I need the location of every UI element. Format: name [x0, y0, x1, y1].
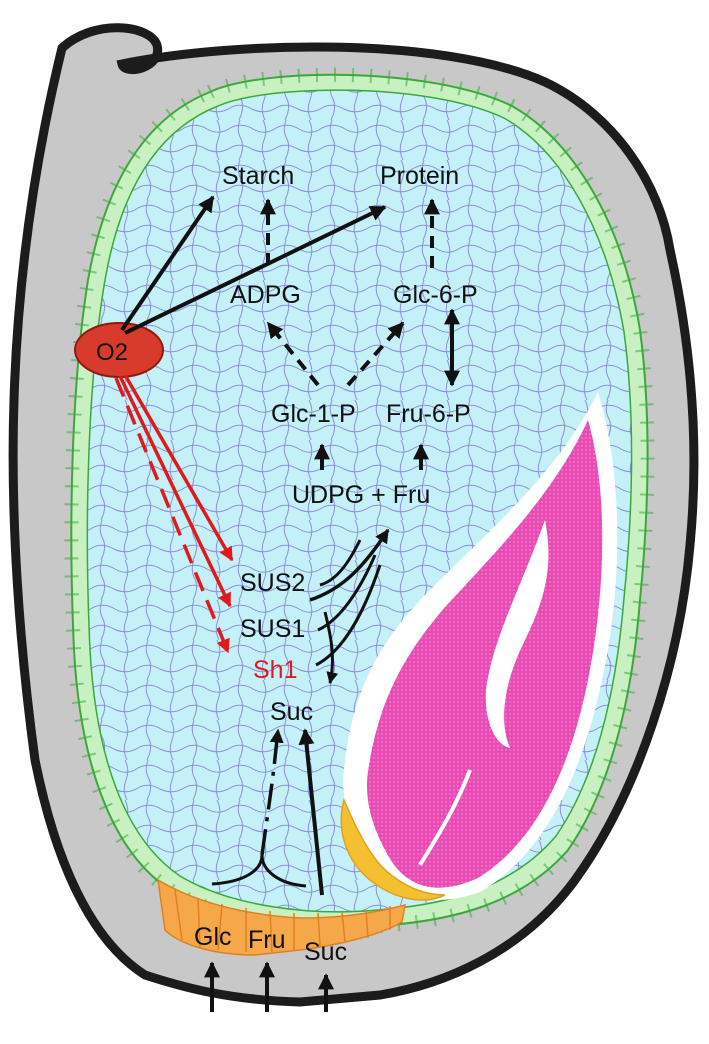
curve-sh1: [315, 564, 382, 667]
label-glc-bottom: Glc: [194, 923, 232, 951]
label-glc1p: Glc-1-P: [271, 400, 356, 428]
converging-bracket: [211, 854, 307, 888]
label-o2: O2: [96, 339, 128, 366]
embryo-cleft: [485, 520, 549, 748]
label-sus1: SUS1: [240, 615, 305, 643]
arrow-glc1p-to-adpg: [266, 321, 320, 387]
arrow-o2-to-starch: [120, 195, 215, 332]
arrow-o2-to-protein: [124, 205, 387, 335]
label-sus2: SUS2: [240, 569, 305, 597]
embryo: [340, 392, 618, 901]
label-fru-bottom: Fru: [248, 926, 286, 954]
arrow-o2-to-sus2: [123, 374, 234, 562]
label-udpg-fru: UDPG + Fru: [292, 481, 430, 509]
arrow-glc-fru-to-suc: [260, 728, 284, 856]
arrow-suc-import: [298, 728, 324, 896]
transfer-cell-walls: [174, 889, 391, 953]
arrow-to-suc-inner: [323, 611, 339, 685]
arrow-o2-to-sus1: [118, 375, 232, 608]
curve-sus2: [319, 539, 362, 587]
arrow-glc1p-to-glc6p: [346, 321, 405, 387]
label-sh1: Sh1: [253, 656, 297, 684]
embryo-inner-cleft: [418, 769, 472, 867]
label-suc-inner: Suc: [270, 698, 313, 726]
label-suc-bottom: Suc: [304, 938, 347, 966]
label-fru6p: Fru-6-P: [386, 400, 471, 428]
arrow-sus-to-udpg: [309, 528, 390, 602]
curve-sus1: [317, 554, 377, 632]
embryo-base: [340, 797, 446, 901]
label-starch: Starch: [222, 162, 294, 190]
label-glc6p: Glc-6-P: [393, 281, 478, 309]
label-protein: Protein: [380, 162, 459, 190]
label-adpg: ADPG: [230, 281, 301, 309]
arrow-o2-to-sh1: [114, 377, 230, 654]
